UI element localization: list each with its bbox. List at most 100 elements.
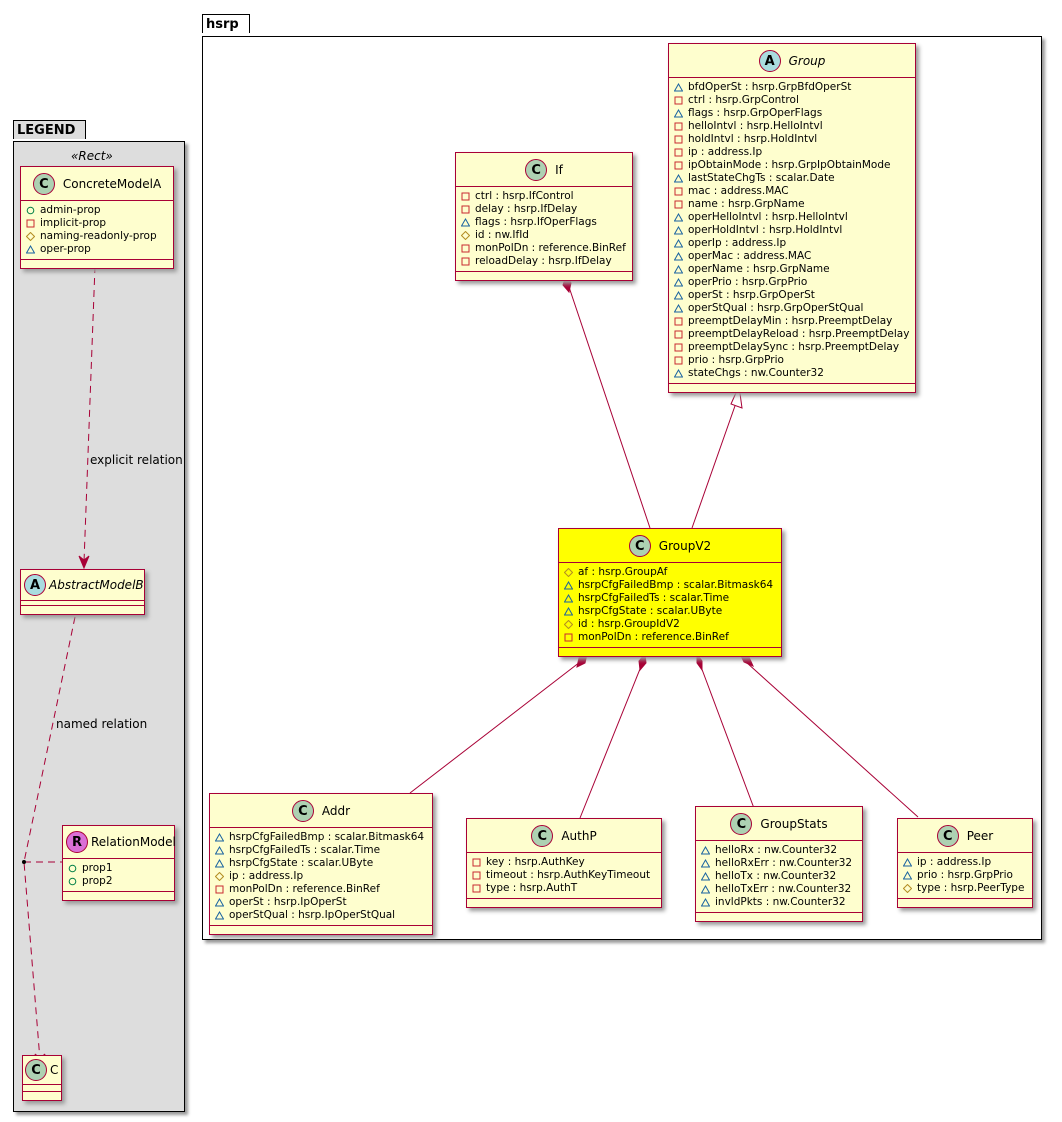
private-visibility-icon	[674, 161, 683, 170]
attribute-text: mac : address.MAC	[688, 185, 789, 197]
package-visibility-icon	[674, 369, 683, 378]
attribute-row: operHelloIntvl : hsrp.HelloIntvl	[674, 211, 911, 224]
private-visibility-icon	[564, 633, 573, 642]
attribute-row: bfdOperSt : hsrp.GrpBfdOperSt	[674, 81, 911, 94]
groupv2-addr-line	[409, 661, 581, 794]
methods	[23, 1092, 61, 1100]
public-visibility-icon	[26, 206, 35, 215]
package-visibility-icon	[701, 846, 710, 855]
package-visibility-icon	[674, 109, 683, 118]
attribute-row: type : hsrp.PeerType	[903, 882, 1028, 895]
attribute-row: helloRx : nw.Counter32	[701, 844, 858, 857]
if-groupv2-line	[567, 283, 651, 529]
class-name: Group	[788, 54, 826, 68]
attribute-text: operIp : address.Ip	[688, 237, 787, 249]
private-visibility-icon	[461, 205, 470, 214]
package-visibility-icon	[564, 581, 573, 590]
public-visibility-icon	[68, 864, 77, 873]
class-name: Addr	[321, 804, 351, 818]
attribute-row: flags : hsrp.GrpOperFlags	[674, 107, 911, 120]
attribute-text: hsrpCfgFailedBmp : scalar.Bitmask64	[578, 579, 774, 591]
attribute-text: key : hsrp.AuthKey	[486, 856, 585, 868]
methods	[559, 648, 781, 656]
attribute-row: prio : hsrp.GrpPrio	[674, 354, 911, 367]
class-spot-icon: C	[628, 535, 651, 557]
package-visibility-icon	[674, 304, 683, 313]
attribute-row: hsrpCfgState : scalar.UByte	[564, 605, 777, 618]
private-visibility-icon	[674, 96, 683, 105]
class-name: C	[50, 1063, 59, 1077]
attribute-row: stateChgs : nw.Counter32	[674, 367, 911, 380]
private-visibility-icon	[472, 871, 481, 880]
private-visibility-icon	[461, 244, 470, 253]
explicit-relation-arrowhead	[78, 555, 90, 570]
package-visibility-icon	[215, 859, 224, 868]
attribute-row: helloTxErr : nw.Counter32	[701, 883, 858, 896]
class-name: If	[555, 163, 563, 177]
attribute-text: id : hsrp.GroupIdV2	[578, 618, 680, 630]
attribute-row: operMac : address.MAC	[674, 250, 911, 263]
attribute-text: helloTx : nw.Counter32	[715, 870, 837, 882]
methods	[21, 260, 173, 268]
methods	[898, 899, 1032, 907]
attribute-text: operStQual : hsrp.GrpOperStQual	[688, 302, 864, 314]
attribute-text: implicit-prop	[40, 217, 107, 229]
hsrp-package-tab: hsrp	[202, 14, 250, 33]
methods	[210, 926, 432, 934]
methods	[63, 892, 174, 900]
package-visibility-icon	[903, 871, 912, 880]
attribute-row: ipObtainMode : hsrp.GrpIpObtainMode	[674, 159, 911, 172]
attribute-text: hsrpCfgFailedTs : scalar.Time	[229, 844, 381, 856]
groupv2-peer-line	[745, 661, 919, 818]
attribute-text: id : nw.IfId	[475, 229, 529, 241]
package-visibility-icon	[674, 174, 683, 183]
attribute-text: ip : address.Ip	[688, 146, 763, 158]
attribute-row: oper-prop	[26, 243, 169, 256]
attribute-text: helloRx : nw.Counter32	[715, 844, 838, 856]
protected-visibility-icon	[903, 884, 912, 893]
attribute-row: operStQual : hsrp.GrpOperStQual	[674, 302, 911, 315]
attribute-text: reloadDelay : hsrp.IfDelay	[475, 255, 612, 267]
attribute-row: reloadDelay : hsrp.IfDelay	[461, 255, 628, 268]
attribute-text: ipObtainMode : hsrp.GrpIpObtainMode	[688, 159, 891, 171]
package-visibility-icon	[701, 898, 710, 907]
attribute-row: operName : hsrp.GrpName	[674, 263, 911, 276]
groupv2-group-line	[691, 402, 737, 529]
attribute-row: naming-readonly-prop	[26, 230, 169, 243]
methods	[696, 913, 862, 921]
package-visibility-icon	[674, 252, 683, 261]
attribute-row: hsrpCfgState : scalar.UByte	[215, 857, 428, 870]
package-visibility-icon	[215, 846, 224, 855]
attribute-text: hsrpCfgState : scalar.UByte	[578, 605, 723, 617]
methods	[669, 384, 915, 392]
attribute-text: operHoldIntvl : hsrp.HoldIntvl	[688, 224, 843, 236]
attribute-text: operStQual : hsrp.IpOperStQual	[229, 909, 396, 921]
attribute-row: key : hsrp.AuthKey	[472, 856, 657, 869]
class-name: Peer	[966, 829, 994, 843]
class-spot-icon: C	[525, 159, 548, 181]
attribute-text: af : hsrp.GroupAf	[578, 566, 668, 578]
legend-package-body	[13, 141, 185, 1112]
protected-visibility-icon	[215, 872, 224, 881]
attribute-text: hsrpCfgFailedBmp : scalar.Bitmask64	[229, 831, 425, 843]
class-name: AbstractModelB	[49, 578, 144, 592]
attribute-text: prio : hsrp.GrpPrio	[688, 354, 784, 366]
legend-package-tab: LEGEND	[13, 120, 87, 139]
attribute-text: hsrpCfgFailedTs : scalar.Time	[578, 592, 730, 604]
attribute-row: id : hsrp.GroupIdV2	[564, 618, 777, 631]
attribute-text: holdIntvl : hsrp.HoldIntvl	[688, 133, 818, 145]
